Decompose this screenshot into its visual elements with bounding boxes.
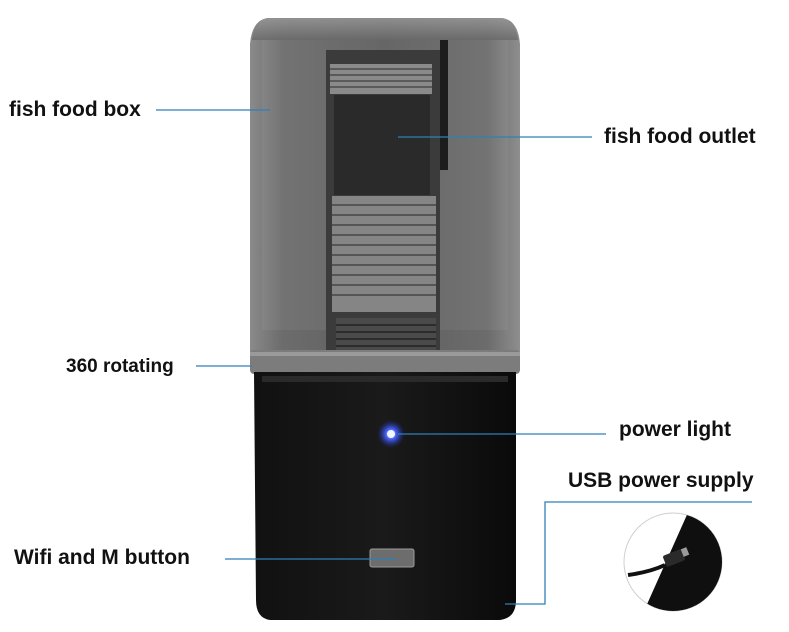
power-led bbox=[377, 420, 405, 448]
top-grille bbox=[330, 64, 432, 94]
base-grille bbox=[336, 318, 436, 352]
label-usb-power-supply: USB power supply bbox=[568, 469, 754, 492]
wifi-m-button bbox=[369, 548, 415, 568]
label-fish-food-outlet: fish food outlet bbox=[604, 125, 756, 148]
outlet-window bbox=[334, 95, 430, 195]
leader-lines bbox=[156, 109, 752, 605]
label-wifi-m-button: Wifi and M button bbox=[14, 546, 190, 569]
usb-inset bbox=[623, 512, 723, 612]
label-fish-food-box: fish food box bbox=[9, 98, 141, 121]
leader-usb bbox=[505, 501, 752, 605]
label-360-rotating: 360 rotating bbox=[66, 356, 174, 377]
fish-food-box bbox=[250, 18, 520, 352]
feeder-base bbox=[254, 372, 516, 620]
label-power-light: power light bbox=[619, 418, 731, 441]
lower-grille bbox=[332, 196, 436, 312]
